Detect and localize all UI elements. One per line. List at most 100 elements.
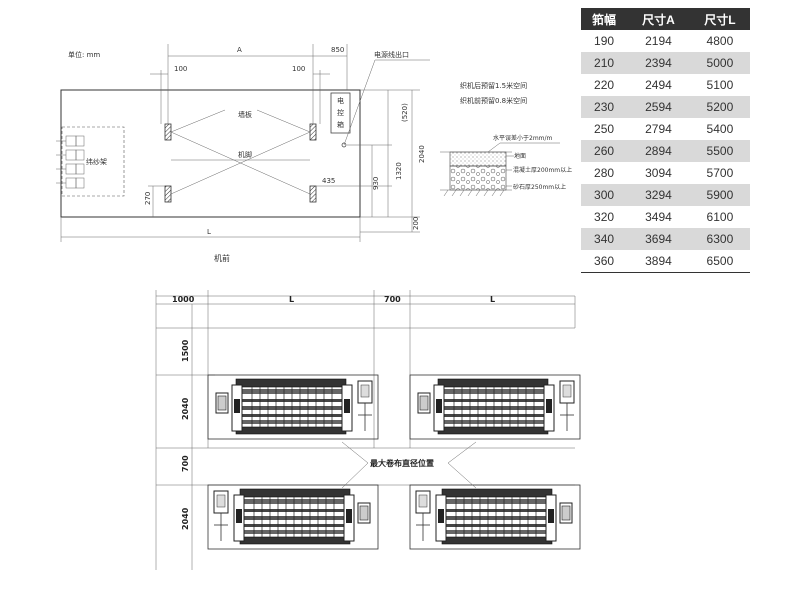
max-roll-diameter-label: 最大卷布直径位置: [370, 458, 434, 468]
cell-reed-width: 340: [581, 228, 628, 250]
cell-reed-width: 260: [581, 140, 628, 162]
foot-hatch-3: [309, 123, 317, 141]
unit-label: 单位: mm: [68, 50, 100, 59]
cable-outlet-mark: [341, 142, 347, 148]
dim-850-label: 850: [331, 46, 344, 54]
cell-reed-width: 220: [581, 74, 628, 96]
front-space-note: 织机前预留0.8米空间: [460, 96, 527, 105]
cell-dim-a: 2494: [627, 74, 690, 96]
dim-100-right: 100: [292, 65, 305, 73]
cell-dim-a: 2594: [627, 96, 690, 118]
loom-top-left: [207, 374, 379, 440]
control-cabinet: [330, 92, 351, 134]
dim-270-label: 270: [144, 192, 152, 205]
dim-2040-bottom-label: 2040: [181, 507, 190, 530]
cell-dim-l: 6500: [689, 250, 750, 273]
dim-700-top-label: 700: [384, 295, 401, 304]
cell-dim-a: 2194: [627, 30, 690, 52]
dim-100-left: 100: [174, 65, 187, 73]
cell-dim-l: 5700: [689, 162, 750, 184]
creel-label: 纬纱架: [86, 157, 107, 166]
foundation-outline: [60, 89, 361, 218]
header-dim-l: 尺寸L: [689, 8, 750, 30]
foot-hatch-2: [164, 185, 172, 203]
gravel-note: 砂石厚250mm以上: [513, 183, 566, 191]
cabinet-char-2: 控: [337, 108, 344, 117]
foot-hatch-4: [309, 185, 317, 203]
cell-dim-l: 5900: [689, 184, 750, 206]
spec-table-header: 筘幅 尺寸A 尺寸L: [581, 8, 750, 30]
cell-dim-a: 3894: [627, 250, 690, 273]
foundation-section: 水平误差小于2mm/m 地面 混凝土厚200mm以上 砂石厚250mm以上: [440, 134, 572, 197]
cell-reed-width: 210: [581, 52, 628, 74]
dim-2040-top-label: 2040: [181, 397, 190, 420]
loom-bottom-left: [207, 484, 379, 550]
machine-feet-label: 机脚: [238, 150, 252, 159]
wallboard-label: 墙板: [238, 110, 252, 119]
cell-reed-width: 360: [581, 250, 628, 273]
dim-1320-label: 1320: [395, 162, 403, 180]
top-plan-view: 单位: mm 纬纱架 墙板 机脚: [56, 44, 430, 263]
cabinet-char-1: 电: [337, 96, 344, 105]
machine-front-label: 机前: [214, 253, 230, 263]
wallboard-cross-lines: [170, 109, 311, 195]
loom-top-right: [409, 374, 581, 440]
cell-reed-width: 320: [581, 206, 628, 228]
rear-space-note: 织机后预留1.5米空间: [460, 81, 527, 90]
creel-grid: [56, 135, 85, 189]
cell-dim-l: 5100: [689, 74, 750, 96]
dim-1500-label: 1500: [181, 339, 190, 362]
creel-area: [61, 126, 125, 197]
cell-dim-a: 3694: [627, 228, 690, 250]
flatness-note: 水平误差小于2mm/m: [493, 134, 553, 142]
header-reed-width: 筘幅: [581, 8, 628, 30]
cell-dim-a: 3294: [627, 184, 690, 206]
foot-hatch-1: [164, 123, 172, 141]
cell-reed-width: 250: [581, 118, 628, 140]
cell-dim-a: 3494: [627, 206, 690, 228]
dim-l-label: L: [207, 228, 211, 236]
cell-dim-a: 2394: [627, 52, 690, 74]
layout-dim-l-label: L: [289, 295, 294, 304]
dim-930-label: 930: [372, 177, 380, 190]
concrete-note: 混凝土厚200mm以上: [513, 166, 572, 174]
cell-reed-width: 300: [581, 184, 628, 206]
cell-dim-l: 5000: [689, 52, 750, 74]
cell-dim-l: 4800: [689, 30, 750, 52]
cell-reed-width: 190: [581, 30, 628, 52]
dim-435-label: 435: [322, 177, 335, 185]
cell-reed-width: 280: [581, 162, 628, 184]
notes: 织机后预留1.5米空间 织机前预留0.8米空间: [460, 81, 527, 105]
cell-dim-l: 5500: [689, 140, 750, 162]
dim-200-label: 200: [412, 217, 420, 230]
dim-520-label: (520): [401, 103, 409, 122]
dim-2040-label: 2040: [418, 145, 426, 163]
cell-dim-a: 2894: [627, 140, 690, 162]
layout-plan-view: 1000 L 700 L 1500 2040 700 2040 最大卷布直径位置: [155, 290, 581, 570]
loom-bottom-right: [409, 484, 581, 550]
cell-reed-width: 230: [581, 96, 628, 118]
cell-dim-l: 6300: [689, 228, 750, 250]
cell-dim-a: 3094: [627, 162, 690, 184]
dim-1000-label: 1000: [172, 295, 195, 304]
dim-a-label: A: [237, 46, 242, 54]
header-dim-a: 尺寸A: [627, 8, 690, 30]
cell-dim-l: 5400: [689, 118, 750, 140]
ground-note: 地面: [514, 152, 526, 160]
cabinet-char-3: 箱: [337, 120, 344, 129]
cell-dim-l: 6100: [689, 206, 750, 228]
layout-dim-l-label-2: L: [490, 295, 495, 304]
cable-outlet-label: 电源线出口: [374, 50, 409, 59]
